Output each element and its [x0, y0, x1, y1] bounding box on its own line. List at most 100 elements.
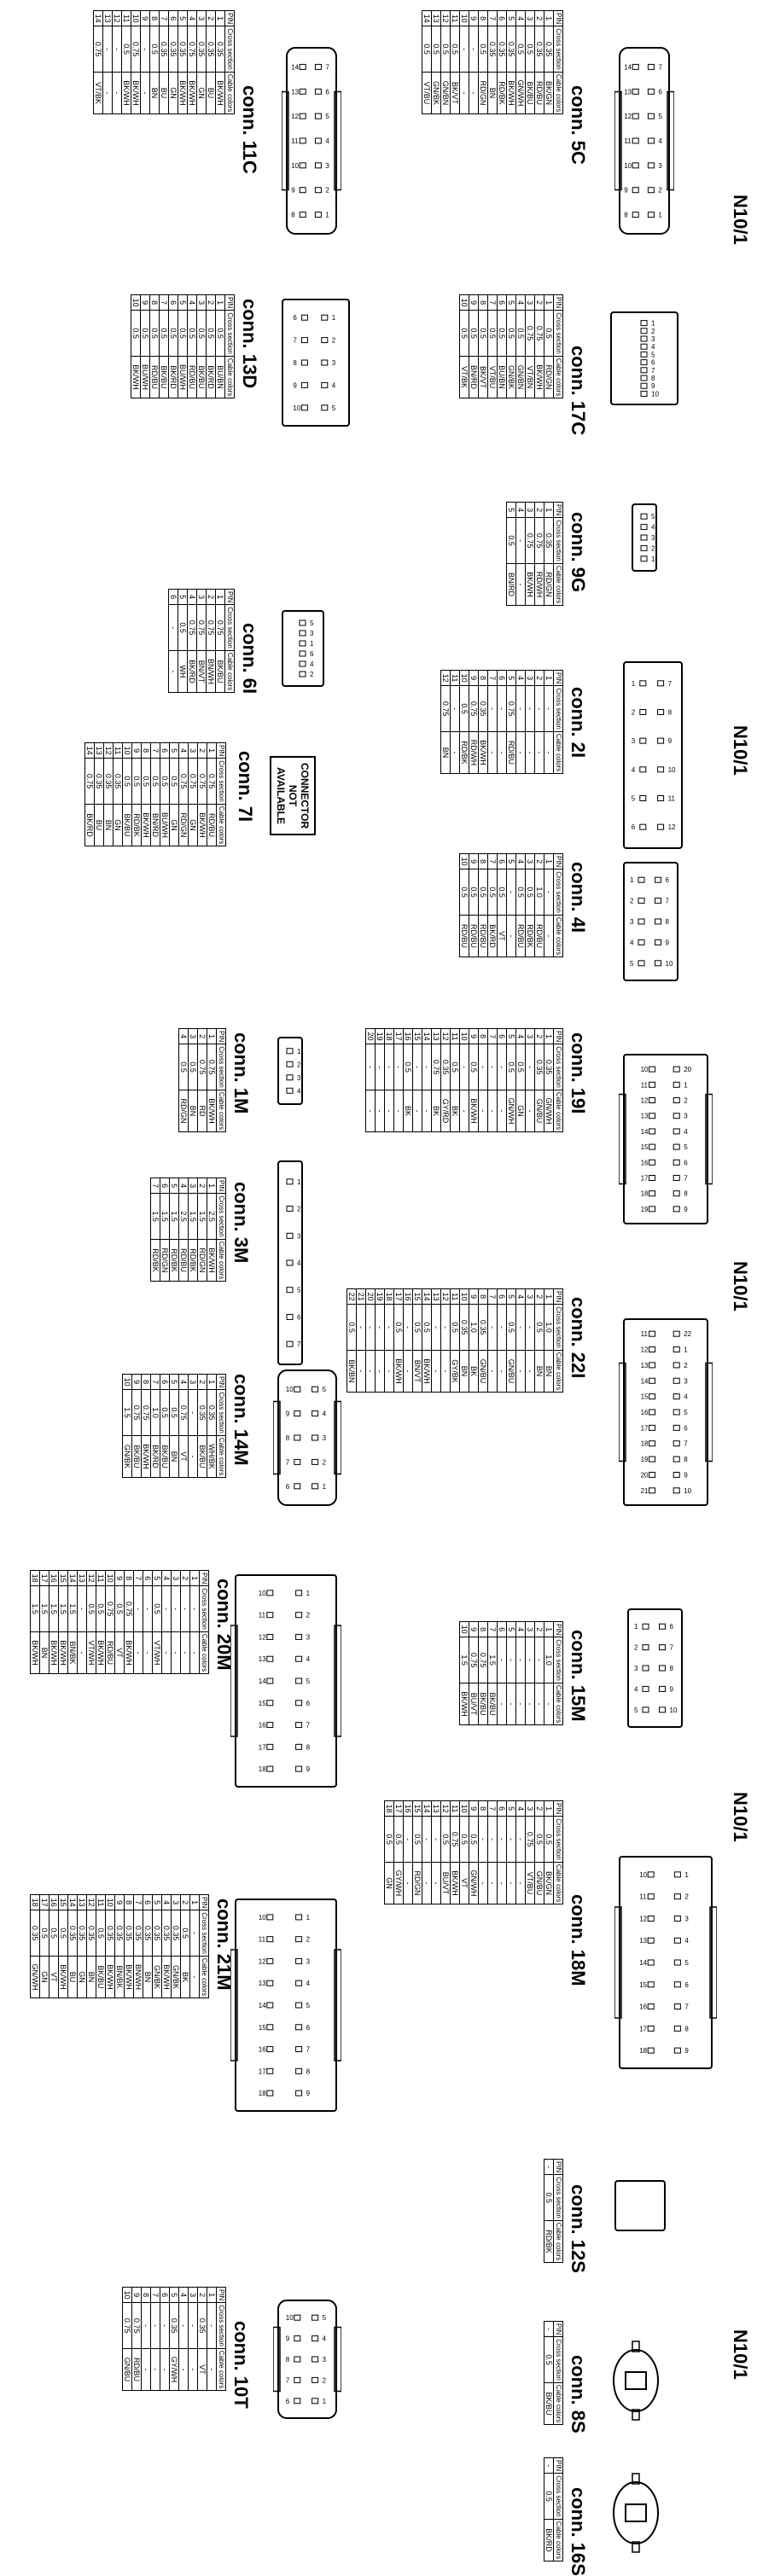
pin-number: -	[544, 2321, 554, 2337]
connector-body	[613, 2481, 659, 2544]
cable-color: RD/BU	[187, 356, 197, 398]
cable-color: -	[102, 72, 113, 114]
connector-body	[619, 47, 670, 235]
table-header-0: PIN	[224, 589, 235, 605]
cross-section: 0.5	[58, 1910, 68, 1957]
pin-number: 16	[49, 1894, 59, 1910]
table-header-1: Cross section	[224, 26, 235, 73]
cable-color: -	[459, 72, 469, 114]
pin-cavity	[647, 1871, 655, 1878]
table-row: 15--	[412, 1028, 422, 1132]
pin-number: 2	[534, 294, 544, 311]
pin-number: 1	[189, 1570, 200, 1586]
pin-cavity	[300, 359, 308, 366]
pin-number: 5	[152, 1570, 162, 1586]
connector-latch	[619, 1362, 626, 1462]
cable-color: BK/WH	[30, 1631, 40, 1674]
pin-cavity	[266, 1765, 274, 1772]
pin-number: 10	[459, 853, 469, 869]
cable-color: BK/GN	[544, 72, 554, 114]
cross-section: 0.5	[544, 2174, 554, 2221]
pin-label: 2	[306, 1936, 311, 1944]
pin-number: 14	[93, 10, 103, 26]
connector-body	[235, 1574, 337, 1788]
connector-latch	[273, 2326, 281, 2393]
table-header-2: Cable colors	[553, 731, 563, 774]
cable-color: BN/WH	[206, 650, 216, 693]
table-header-1: Cross section	[553, 685, 563, 732]
pin-number: 2	[534, 670, 544, 686]
cable-color: -	[497, 1090, 507, 1132]
cable-color: RD/BU	[178, 1239, 189, 1282]
pin-label: 8	[684, 2025, 689, 2032]
pin-label: 12	[668, 823, 676, 831]
table-row: 3--	[171, 1570, 181, 1674]
pin-label: 1	[684, 1346, 688, 1354]
connector-body	[277, 2300, 337, 2419]
pin-cavity	[312, 1386, 319, 1393]
cross-section: 0.75	[131, 1389, 142, 1436]
pin-label: 16	[641, 1159, 649, 1166]
cross-section: -	[487, 1816, 498, 1863]
cross-section: 0.5	[431, 26, 441, 73]
cable-color: GY/WH	[393, 1862, 404, 1904]
pin-cavity	[295, 1914, 303, 1921]
pin-number: 15	[58, 1570, 68, 1586]
pin-number: 13	[431, 1288, 441, 1305]
pin-cavity	[673, 1330, 680, 1337]
pin-number: 1	[544, 294, 554, 311]
pin-cavity	[673, 1487, 680, 1494]
pin-label: 10	[641, 1066, 649, 1073]
pin-cavity	[632, 63, 639, 70]
cross-section: 0.5	[393, 1816, 404, 1863]
pin-label: 8	[306, 1743, 311, 1751]
pin-number: 9	[131, 1374, 142, 1390]
table-header-1: Cross section	[224, 604, 235, 651]
pin-number: 7	[150, 1374, 160, 1390]
cable-color: BK/WH	[161, 1956, 172, 1998]
connector-latch	[282, 90, 289, 191]
cross-section: 0.35	[534, 1044, 544, 1090]
pin-label: 2	[634, 1644, 638, 1652]
pin-number: 5	[506, 1028, 516, 1044]
cross-section: -	[469, 26, 479, 73]
cable-color: RD/BU	[515, 915, 526, 957]
pin-number: 6	[160, 2287, 170, 2303]
cross-section: 0.35	[506, 26, 516, 73]
pin-label: 2	[323, 1458, 327, 1466]
cable-color: RD/BU	[534, 915, 544, 957]
pin-number: 3	[196, 10, 207, 26]
connector-latch	[705, 1093, 713, 1185]
pin-label: 13	[641, 1113, 649, 1120]
pin-cavity	[649, 1424, 656, 1431]
cable-color: BN	[149, 72, 160, 114]
cable-color: GN/BK	[122, 1435, 132, 1478]
cross-section: 0.35	[30, 1910, 40, 1957]
cross-section: 1.0	[534, 869, 544, 916]
pin-label: 7	[293, 337, 297, 345]
table-row: 10--	[459, 10, 469, 114]
cross-section: -	[141, 2302, 151, 2349]
pin-number: 8	[124, 1894, 134, 1910]
pin-cavity	[266, 2002, 274, 2009]
cable-color: WH/BK	[207, 1435, 217, 1478]
table-header-0: PIN	[553, 502, 563, 518]
cross-section: 0.5	[160, 758, 170, 805]
pin-label: 9	[286, 2335, 290, 2343]
cable-color: -	[375, 1090, 385, 1132]
